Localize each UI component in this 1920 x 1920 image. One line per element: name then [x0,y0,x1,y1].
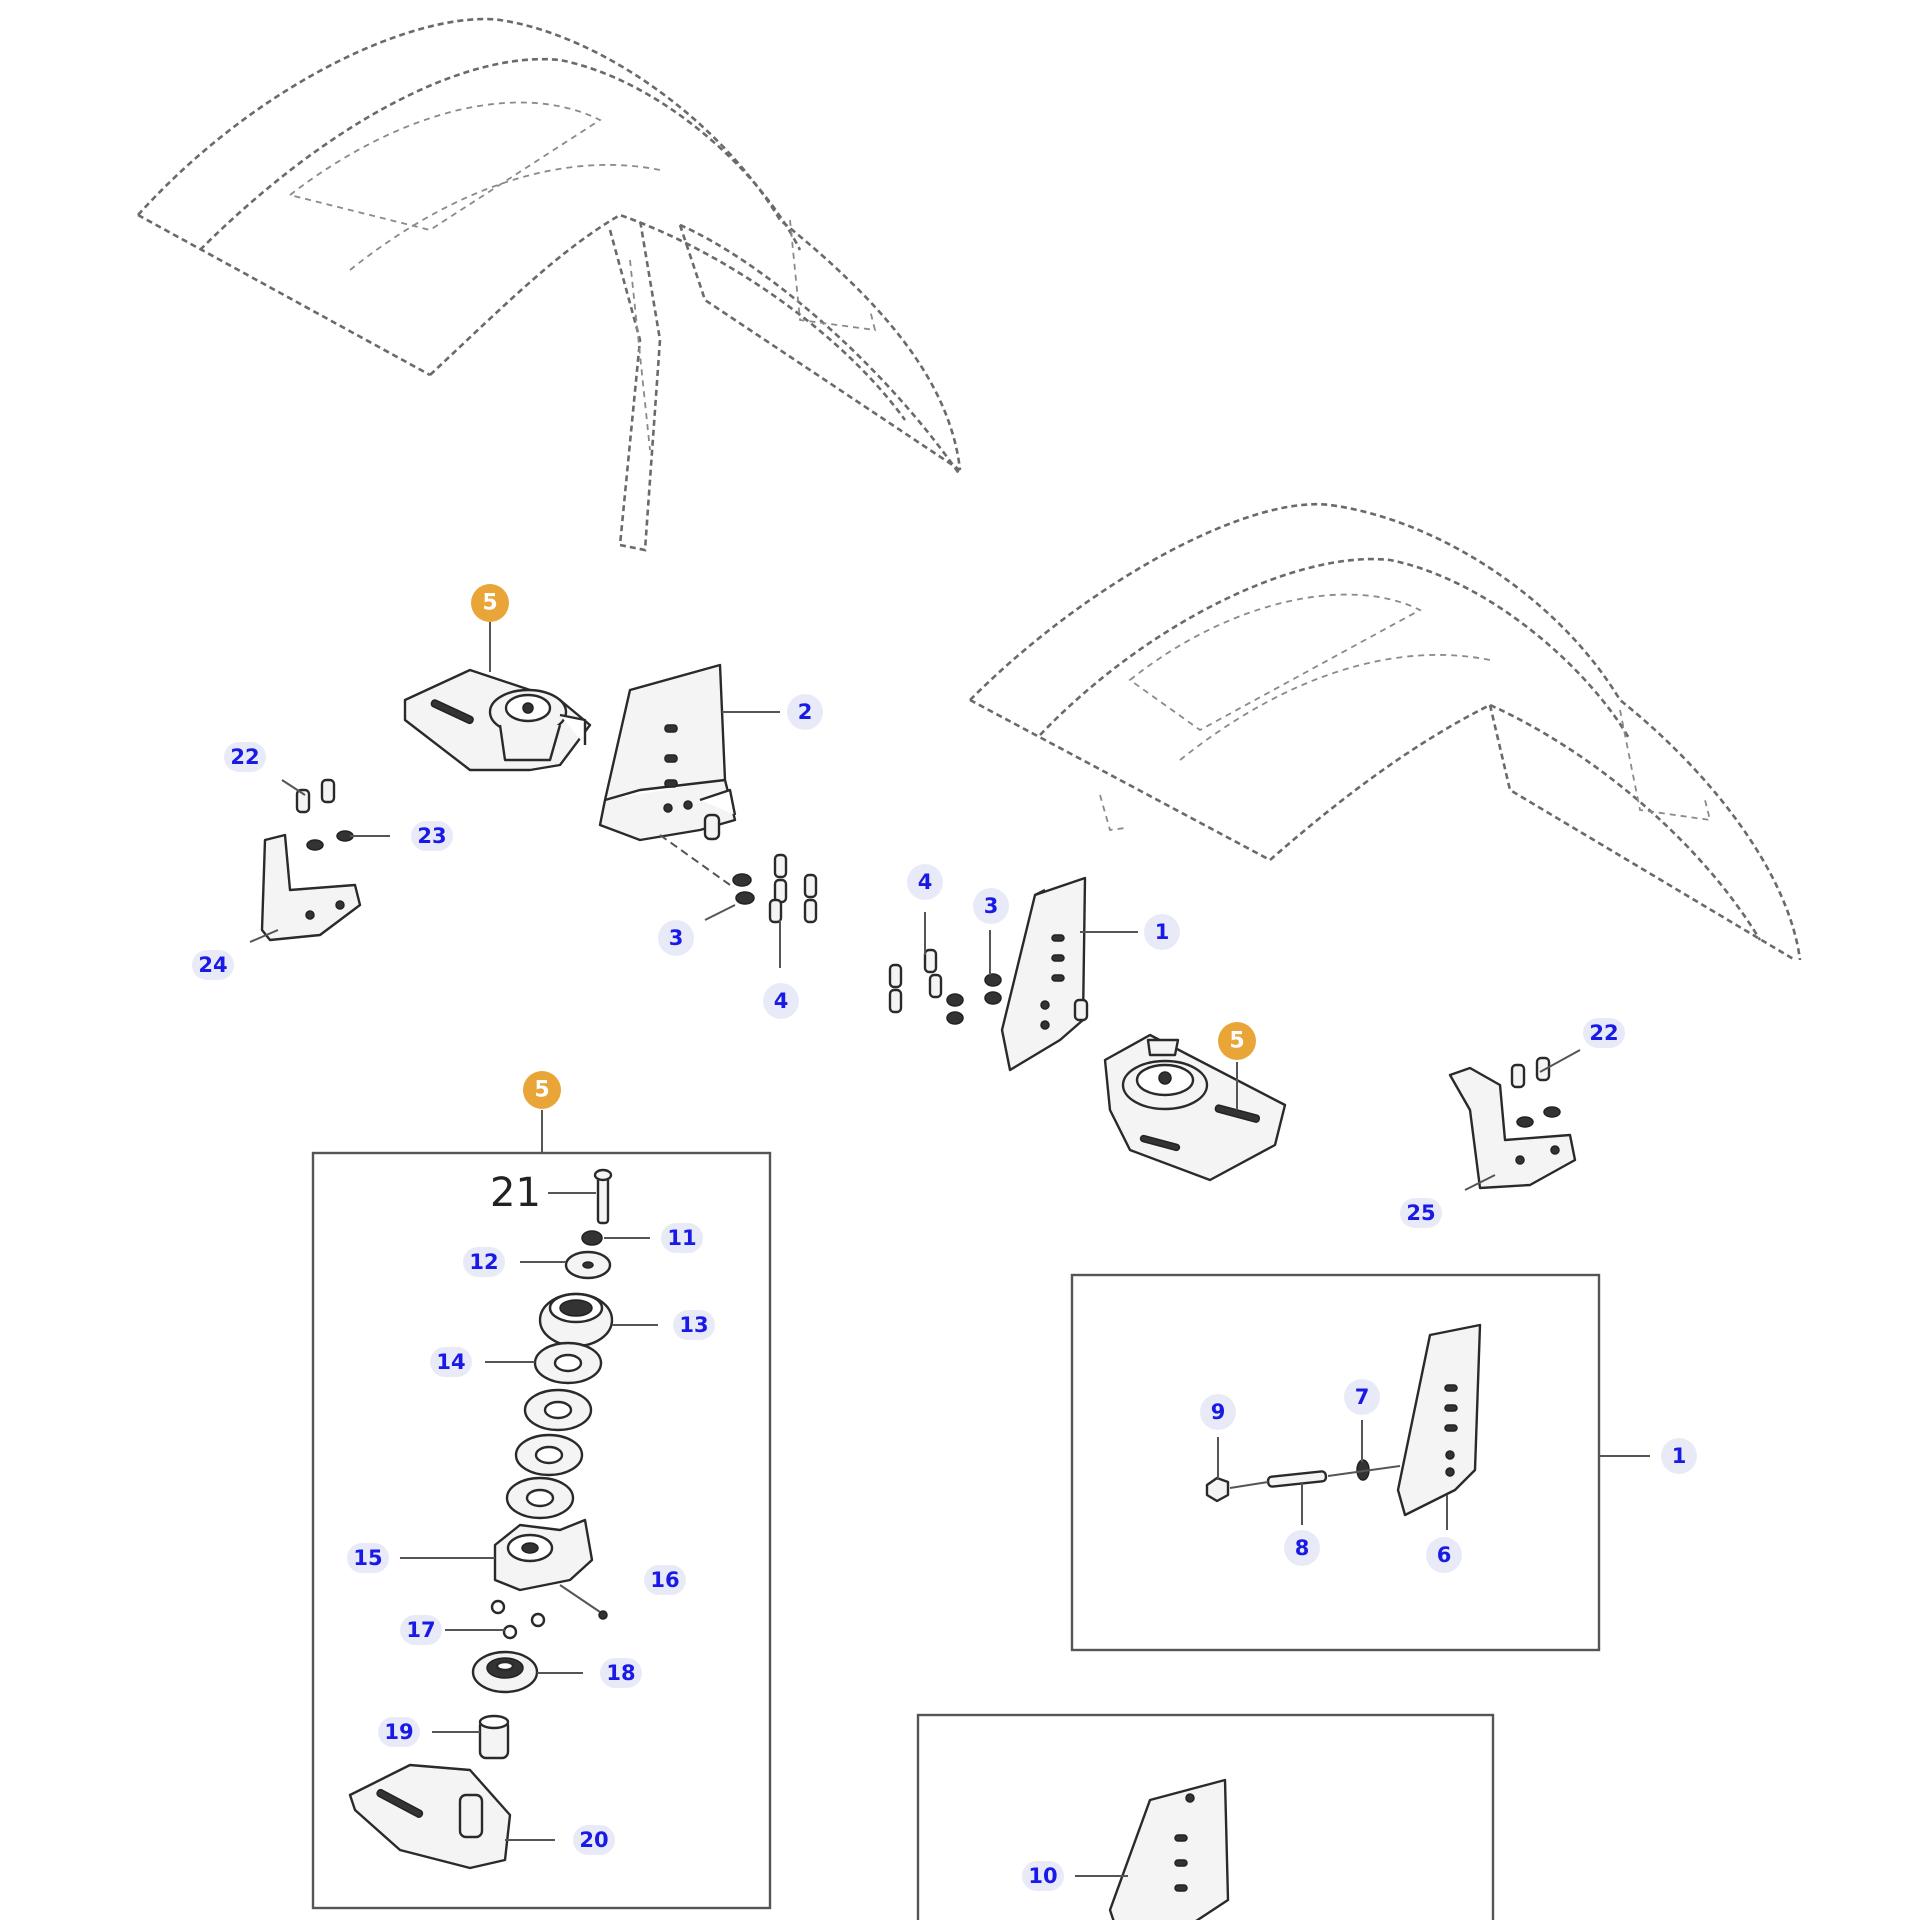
callout-21[interactable]: 21 [490,1170,541,1216]
callout-label: 10 [1028,1864,1057,1888]
callout-label: 20 [579,1828,608,1852]
callout-14[interactable]: 14 [430,1347,472,1377]
callout-label: 12 [469,1250,498,1274]
assembly-marker-5-right[interactable]: 5 [1218,1022,1256,1060]
callout-label: 18 [606,1661,635,1685]
callout-label: 1 [1155,920,1170,944]
callout-label: 9 [1211,1400,1226,1424]
assembly-marker-5-top[interactable]: 5 [471,584,509,622]
callout-label: 1 [1672,1444,1687,1468]
callout-12[interactable]: 12 [463,1247,505,1277]
callout-7[interactable]: 7 [1344,1379,1380,1415]
assembly-marker-label: 5 [534,1078,549,1103]
callout-label: 19 [384,1720,413,1744]
l-bracket-25 [1448,1056,1577,1190]
callout-3-right[interactable]: 3 [973,888,1009,924]
callout-22-right[interactable]: 22 [1583,1018,1625,1048]
callout-22-left[interactable]: 22 [224,742,266,772]
mounting-bracket-right [1000,876,1089,1072]
isolator-assembly-right [1103,1033,1287,1182]
mounting-bracket-left [598,663,737,842]
assembly-marker-5-detail[interactable]: 5 [523,1071,561,1109]
callout-label: 14 [436,1350,465,1374]
callout-4-right[interactable]: 4 [907,864,943,900]
callout-label: 4 [918,870,933,894]
callout-17[interactable]: 17 [400,1615,442,1645]
callout-label: 13 [679,1313,708,1337]
l-bracket-24 [260,778,362,942]
callout-label: 22 [1589,1021,1618,1045]
callout-15[interactable]: 15 [347,1543,389,1573]
callout-label: 17 [406,1618,435,1642]
callout-11[interactable]: 11 [661,1223,703,1253]
callout-8[interactable]: 8 [1284,1530,1320,1566]
callout-25[interactable]: 25 [1400,1198,1442,1228]
callout-label: 24 [198,953,227,977]
callout-13[interactable]: 13 [673,1310,715,1340]
callout-label: 11 [667,1226,696,1250]
callout-3-left[interactable]: 3 [658,920,694,956]
callout-label: 15 [353,1546,382,1570]
assembly-marker-label: 5 [1229,1029,1244,1054]
callout-label: 23 [417,824,446,848]
callout-label: 7 [1355,1385,1370,1409]
callout-label: 3 [669,926,684,950]
isolator-assembly-left [403,668,592,772]
callout-16[interactable]: 16 [644,1565,686,1595]
callout-24[interactable]: 24 [192,950,234,980]
callout-4-left[interactable]: 4 [763,983,799,1019]
callout-label: 25 [1406,1201,1435,1225]
callout-label: 16 [650,1568,679,1592]
detail-frame-assembly-1 [1070,1273,1650,1652]
callout-10[interactable]: 10 [1022,1861,1064,1891]
callout-label: 2 [798,700,813,724]
callout-label: 8 [1295,1536,1310,1560]
callout-1-top[interactable]: 1 [1144,914,1180,950]
callout-label: 6 [1437,1543,1452,1567]
callout-label: 22 [230,745,259,769]
fasteners-right [888,948,1002,1025]
callout-19[interactable]: 19 [378,1717,420,1747]
detail-frame-assembly-10 [916,1713,1495,1920]
left-mudguard [137,17,962,552]
leader-lines [249,622,1581,1877]
callout-label: 3 [984,894,999,918]
callout-9[interactable]: 9 [1200,1394,1236,1430]
assembly-marker-label: 5 [482,591,497,616]
detail-frame-assembly-5 [311,1110,772,1910]
callout-18[interactable]: 18 [600,1658,642,1688]
fasteners-left [659,834,818,924]
callout-1-detail[interactable]: 1 [1661,1438,1697,1474]
right-mudguard [969,502,1802,962]
callout-20[interactable]: 20 [573,1825,615,1855]
callout-label: 4 [774,989,789,1013]
callout-6[interactable]: 6 [1426,1537,1462,1573]
callout-2[interactable]: 2 [787,694,823,730]
callout-23[interactable]: 23 [411,821,453,851]
